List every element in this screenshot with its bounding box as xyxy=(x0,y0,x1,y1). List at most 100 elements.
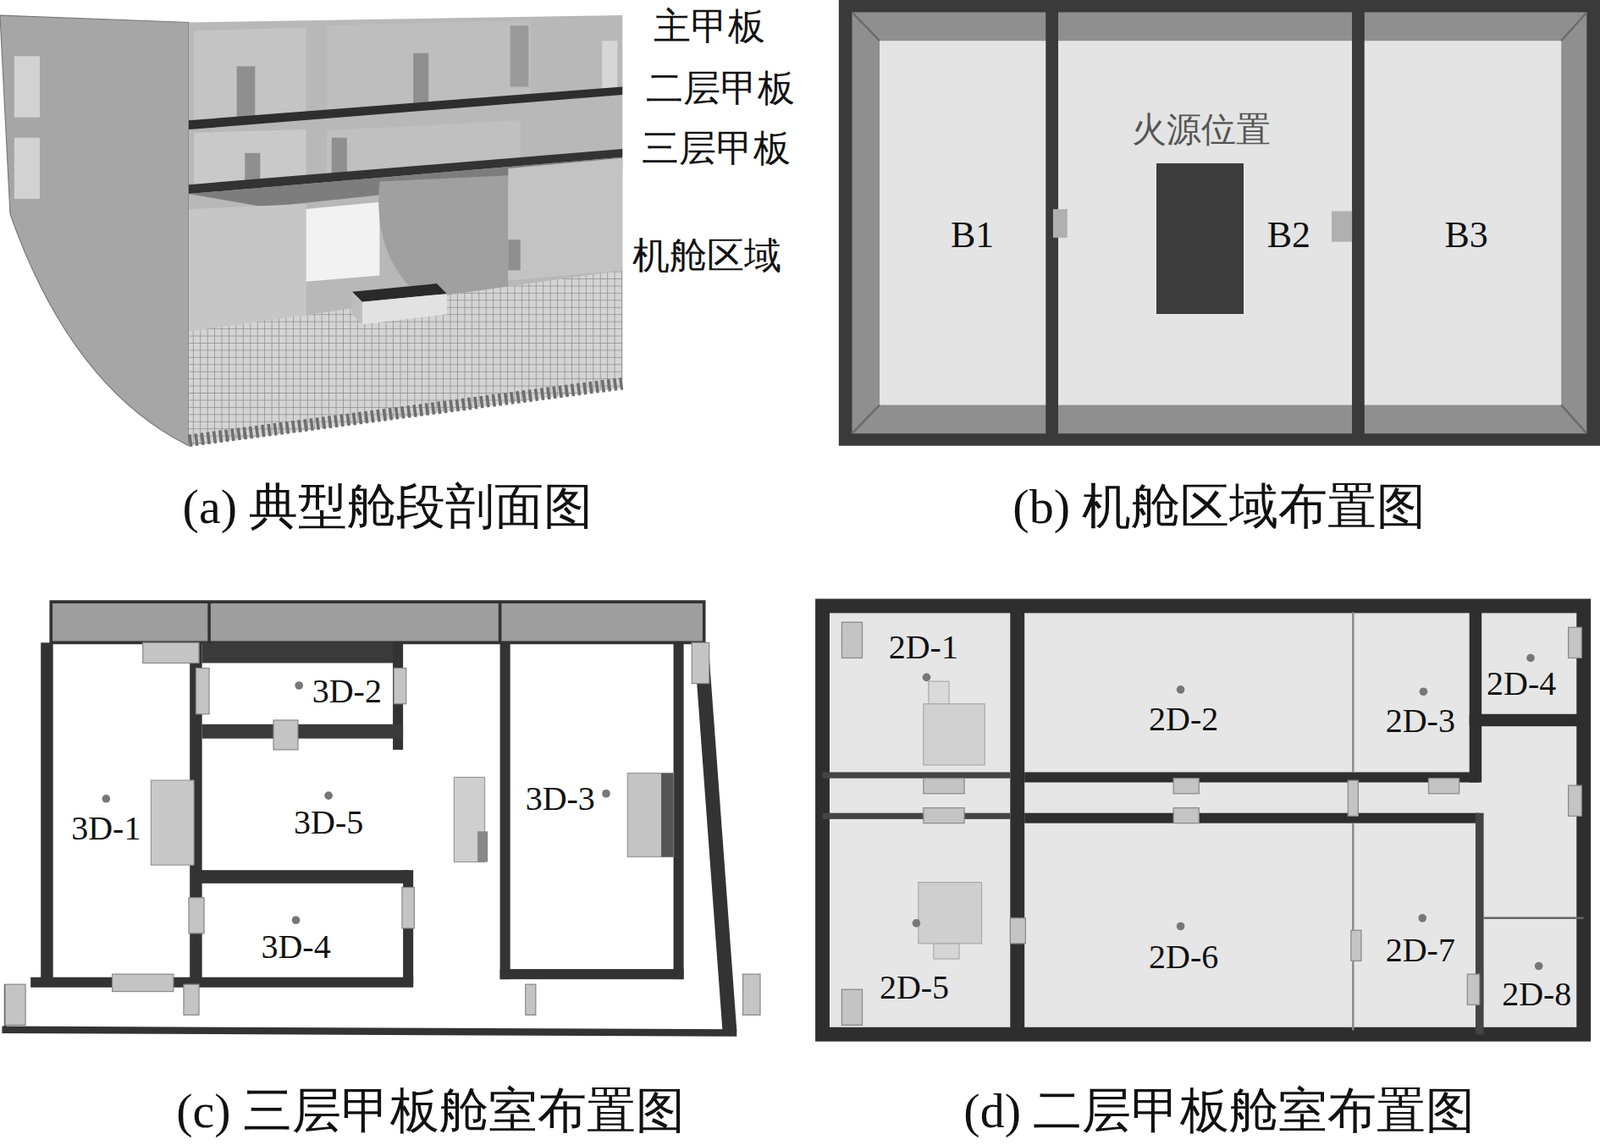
wall-edge xyxy=(1484,917,1584,920)
wall xyxy=(1024,813,1480,824)
measure-point xyxy=(1534,962,1544,972)
caption: (c) 三层甲板舱室布置图 xyxy=(176,1083,685,1141)
wall xyxy=(1009,606,1025,1035)
cabin: 3D-2 xyxy=(204,662,393,724)
cabin: 2D-3 xyxy=(1354,612,1470,773)
door xyxy=(1173,808,1199,824)
door xyxy=(1568,627,1583,658)
wall xyxy=(40,642,53,985)
wall xyxy=(1024,772,1480,783)
wall xyxy=(30,977,414,988)
wall xyxy=(1469,714,1584,727)
floor xyxy=(1364,40,1562,405)
room-label: 2D-3 xyxy=(1385,701,1456,741)
door xyxy=(112,974,174,992)
room-label: 3D-5 xyxy=(293,803,364,843)
room-label: 2D-2 xyxy=(1148,700,1219,740)
bevel-edge xyxy=(1561,11,1587,41)
door xyxy=(143,642,199,663)
opening xyxy=(306,202,381,282)
compartment: B2 火源位置 xyxy=(1058,40,1352,405)
bevel-edge xyxy=(851,405,880,435)
door xyxy=(601,40,618,92)
room-label: 2D-1 xyxy=(888,628,959,668)
room-label: 3D-3 xyxy=(525,779,596,819)
door xyxy=(273,720,298,751)
measure-point xyxy=(1176,685,1186,695)
door xyxy=(1568,785,1583,817)
measure-point xyxy=(294,681,304,690)
outer-wall xyxy=(822,606,1584,1035)
bevel-edge xyxy=(851,11,880,41)
room-label: B3 xyxy=(1444,214,1488,258)
cabin: 3D-5 xyxy=(204,750,403,871)
wall xyxy=(500,642,511,980)
measure-point xyxy=(1526,654,1535,663)
door xyxy=(1331,211,1352,243)
door xyxy=(743,974,761,1016)
door xyxy=(841,989,862,1026)
cabin: 3D-3 xyxy=(510,642,674,970)
wall xyxy=(822,772,1011,778)
door xyxy=(413,53,429,105)
room-label: 2D-7 xyxy=(1385,931,1456,971)
caption: (d) 二层甲板舱室布置图 xyxy=(963,1083,1475,1141)
fire-source: 火源位置 xyxy=(1128,107,1274,317)
back-bulkhead xyxy=(188,15,623,447)
measure-point xyxy=(1419,687,1429,696)
fire-source-label: 火源位置 xyxy=(1131,110,1271,150)
wall-bevel xyxy=(1058,11,1352,434)
wall xyxy=(1469,606,1482,784)
furniture xyxy=(928,681,949,705)
door xyxy=(402,888,414,929)
measure-point xyxy=(324,791,333,800)
wall xyxy=(500,969,685,980)
machinery-front xyxy=(362,293,447,325)
wall xyxy=(202,642,398,663)
caption: (a) 典型舱段剖面图 xyxy=(182,479,594,536)
frame-teeth xyxy=(188,383,623,442)
room-label: 2D-8 xyxy=(1501,975,1572,1015)
door xyxy=(507,239,520,271)
wall-band xyxy=(50,601,704,643)
measure-point xyxy=(922,673,932,683)
hull-end-plate xyxy=(0,15,189,447)
cabin: 2D-6 xyxy=(1025,823,1352,1032)
floor-grating xyxy=(188,270,623,446)
fire-source-area xyxy=(1156,163,1245,315)
wall-edge xyxy=(207,601,211,643)
wall xyxy=(1,1026,737,1038)
hull-window xyxy=(14,55,40,117)
door xyxy=(691,642,709,684)
wall xyxy=(193,870,409,884)
room-label: B2 xyxy=(1267,214,1311,258)
wall xyxy=(673,642,685,980)
furniture xyxy=(933,943,960,960)
second-deck xyxy=(188,86,623,130)
compartment: B3 xyxy=(1364,40,1562,405)
door xyxy=(1467,974,1479,1005)
measure-point xyxy=(601,789,611,799)
cabin: 3D-4 xyxy=(204,884,403,975)
deck-label: 机舱区域 xyxy=(632,235,782,279)
room-label: 2D-6 xyxy=(1148,937,1219,977)
door xyxy=(188,898,205,934)
cabin: 2D-7 xyxy=(1354,823,1479,1032)
furniture xyxy=(661,773,674,858)
bevel-edge xyxy=(1561,405,1587,435)
drawing xyxy=(0,0,1600,1041)
door xyxy=(237,66,256,122)
measure-point xyxy=(1417,914,1427,923)
cabin: 2D-8 xyxy=(1484,918,1577,1032)
door xyxy=(1173,778,1199,795)
room-label: 3D-1 xyxy=(71,809,141,849)
measure-point xyxy=(1176,922,1186,932)
door xyxy=(183,984,199,1016)
cabin: 3D-1 xyxy=(55,642,189,980)
room-label: 3D-2 xyxy=(312,672,382,712)
wall xyxy=(202,724,403,740)
door xyxy=(525,984,536,1016)
